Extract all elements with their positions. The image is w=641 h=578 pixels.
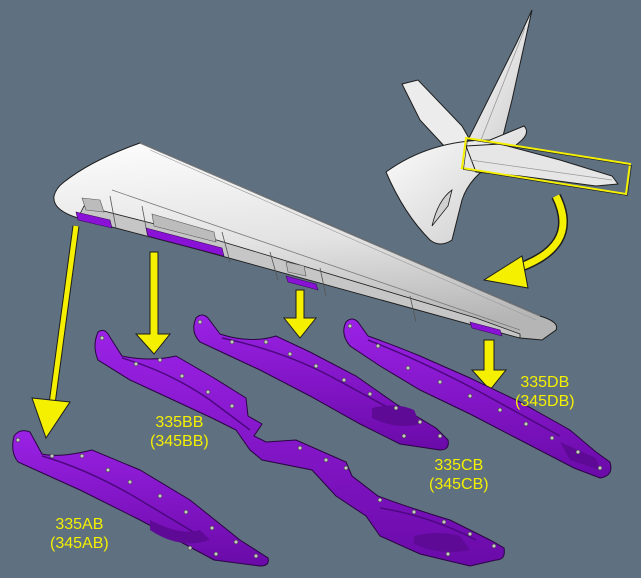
arrow-cb: [282, 289, 318, 339]
label-335bb: 335BB (345BB): [150, 413, 209, 451]
panel-335ab: [12, 430, 269, 567]
arrow-bb: [134, 251, 172, 355]
wing-panel-location-cb: [285, 275, 319, 291]
arrow-db: [470, 339, 508, 391]
label-335bb-code: 335BB: [155, 414, 204, 431]
label-335ab-code: 335AB: [55, 516, 104, 533]
wing-panel-location-ab: [75, 211, 113, 229]
wing-panel-location-bb: [145, 227, 225, 257]
callout-curved-arrow: [482, 193, 569, 289]
arrow-ab: [31, 225, 80, 440]
stabilizer-wing: [53, 142, 558, 341]
label-335db-alt: (345DB): [515, 393, 575, 410]
label-335cb-alt: (345CB): [429, 476, 489, 493]
wing-panel-location-db: [469, 321, 503, 337]
left-stabilizer: [401, 79, 471, 149]
highlight-box: [460, 136, 632, 196]
aircraft-tail-inset: [385, 9, 632, 245]
panel-335db: [343, 318, 612, 479]
panel-335cb: [193, 314, 449, 451]
label-335db: 335DB (345DB): [515, 373, 575, 411]
panel-335bb: [94, 329, 505, 567]
label-335cb-code: 335CB: [434, 457, 484, 474]
label-335cb: 335CB (345CB): [429, 456, 489, 494]
label-335ab-alt: (345AB): [50, 535, 109, 552]
wing-body: [53, 142, 558, 341]
label-335ab: 335AB (345AB): [50, 515, 109, 553]
label-335db-code: 335DB: [520, 374, 570, 391]
label-335bb-alt: (345BB): [150, 433, 209, 450]
